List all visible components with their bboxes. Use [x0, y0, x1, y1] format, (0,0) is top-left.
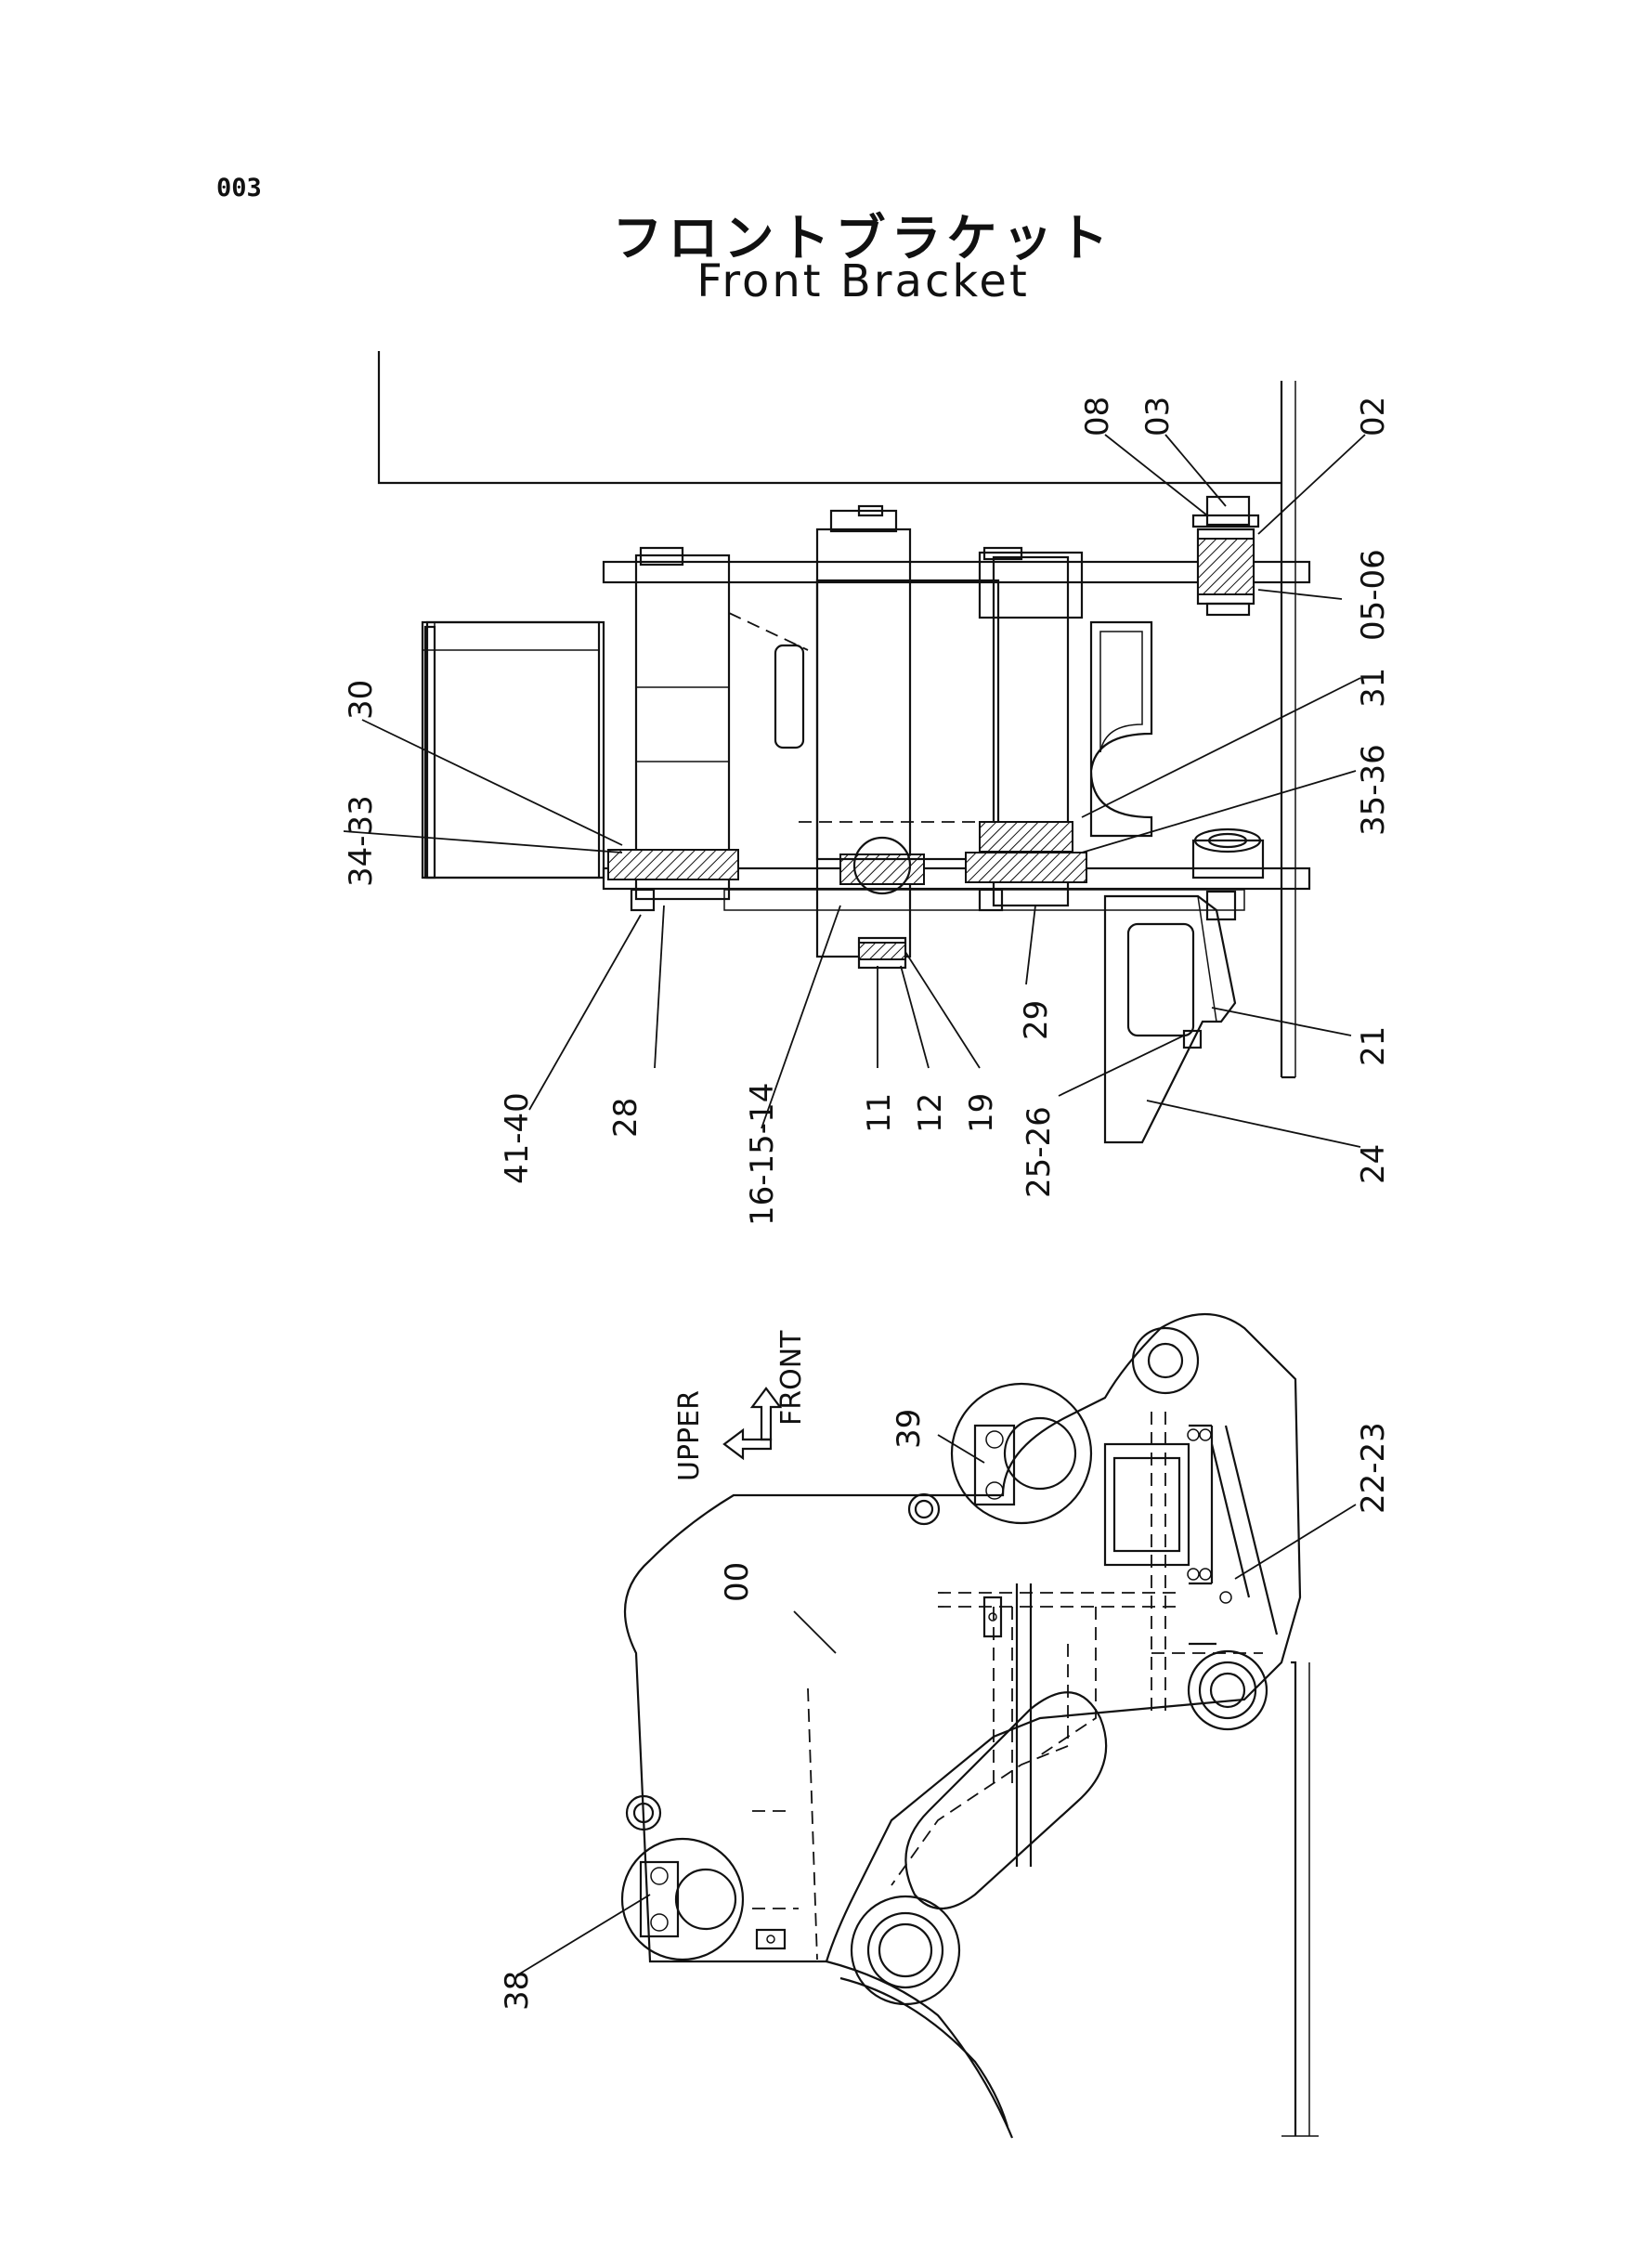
side-view — [620, 1313, 1319, 2139]
callout-31: 31 — [1355, 668, 1392, 708]
callout-labels: 08 03 02 05-06 31 35-36 21 24 25-26 29 1… — [343, 397, 1392, 2011]
orientation-front: FRONT — [775, 1330, 808, 1426]
callout-28: 28 — [607, 1098, 644, 1138]
callout-34-33: 34-33 — [343, 795, 380, 887]
callout-39: 39 — [891, 1409, 928, 1449]
callout-22-23: 22-23 — [1355, 1422, 1392, 1514]
callout-29: 29 — [1018, 1000, 1055, 1040]
callout-08: 08 — [1079, 397, 1116, 436]
callout-16-15-14: 16-15-14 — [744, 1083, 781, 1226]
callout-21: 21 — [1355, 1026, 1392, 1066]
orientation-upper: UPPER — [673, 1390, 706, 1481]
callout-30: 30 — [343, 680, 380, 720]
callout-05-06: 05-06 — [1355, 549, 1392, 641]
callout-35-36: 35-36 — [1355, 744, 1392, 836]
callout-41-40: 41-40 — [499, 1092, 536, 1184]
callout-00: 00 — [719, 1562, 756, 1602]
leader-lines — [343, 434, 1366, 1974]
page-number: 003 — [216, 174, 262, 202]
callout-02: 02 — [1355, 397, 1392, 436]
callout-24: 24 — [1355, 1144, 1392, 1184]
title-english: Front Bracket — [696, 255, 1030, 307]
title-japanese: フロントブラケット — [612, 209, 1114, 267]
callout-25-26: 25-26 — [1021, 1106, 1058, 1198]
callout-19: 19 — [963, 1093, 1000, 1133]
callout-11: 11 — [861, 1093, 898, 1133]
top-view — [377, 351, 1311, 1144]
callout-03: 03 — [1139, 397, 1177, 436]
callout-38: 38 — [499, 1971, 536, 2011]
callout-12: 12 — [912, 1093, 949, 1133]
